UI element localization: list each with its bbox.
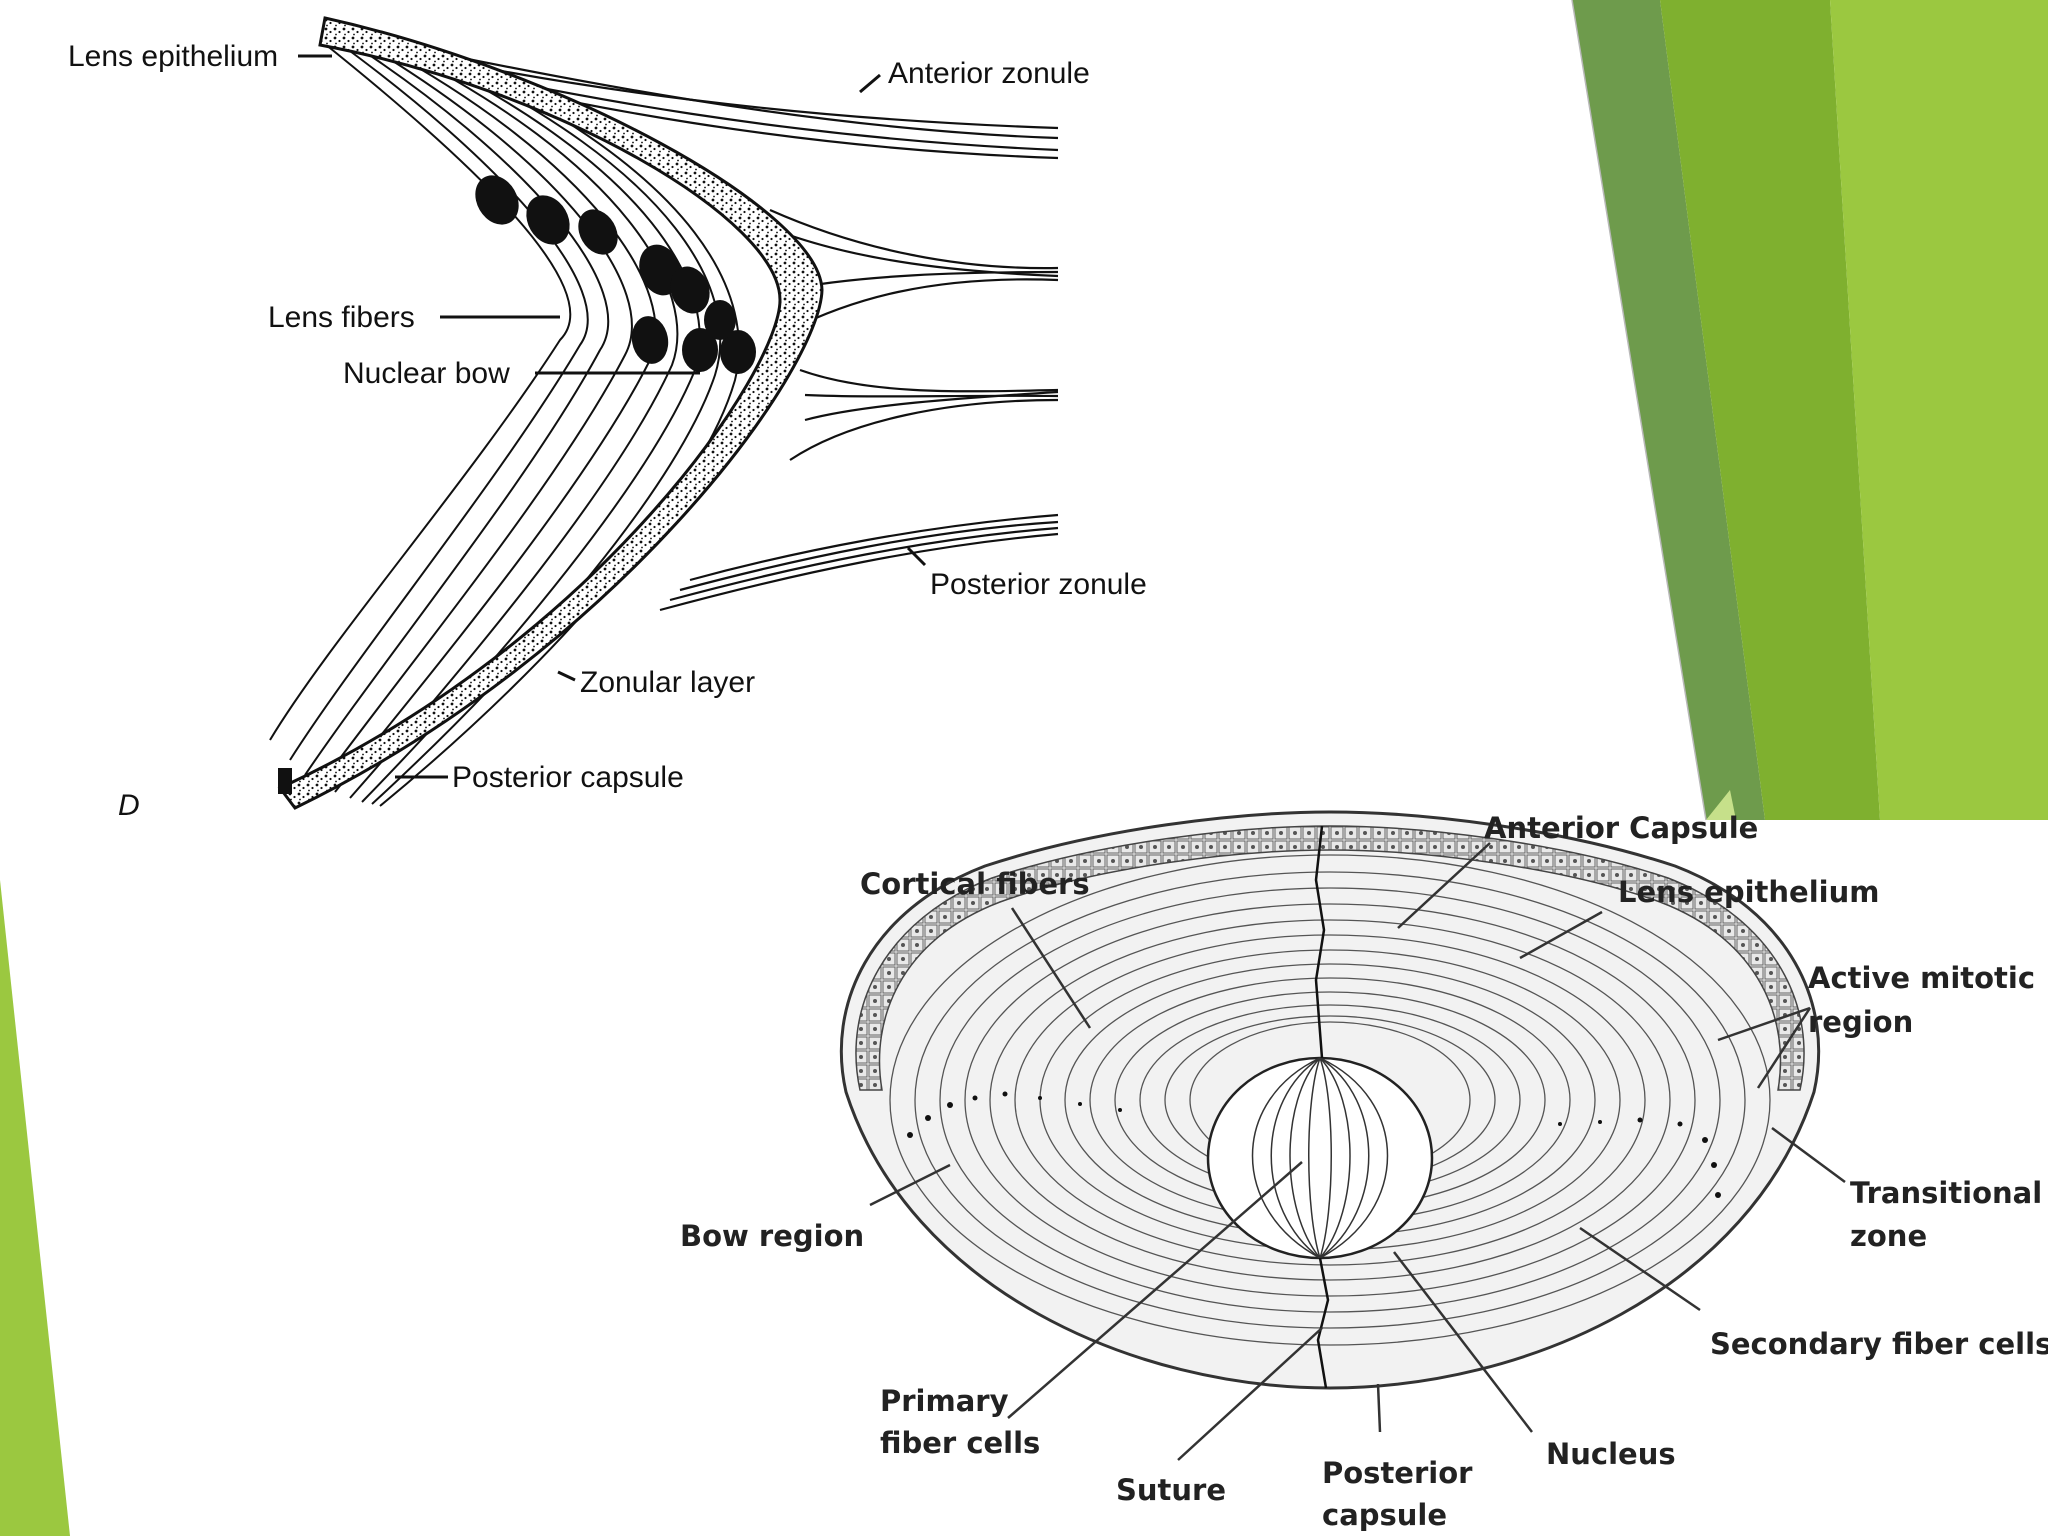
label-nuclear-bow: Nuclear bow: [343, 357, 510, 390]
deco-left-wedge: [0, 880, 70, 1536]
label-zonular-layer: Zonular layer: [580, 666, 755, 699]
label-secondary-fiber-cells: Secondary fiber cells: [1710, 1327, 2048, 1361]
label-lens-fibers: Lens fibers: [268, 301, 415, 334]
epithelium-band: [855, 825, 1805, 1091]
label-nucleus: Nucleus: [1546, 1437, 1676, 1471]
deco-pale-sliver: [1706, 790, 1736, 820]
leader-anterior-capsule: [1397, 842, 1491, 929]
leader-active-mitotic-a: [1717, 1006, 1811, 1042]
leader-lens-epithelium-b: [1519, 910, 1603, 960]
label-primary-fiber-2: fiber cells: [880, 1426, 1040, 1460]
leader-bow-region: [869, 1163, 951, 1207]
label-active-mitotic-1: Active mitotic: [1808, 961, 2035, 995]
bow-region-dots: [907, 1091, 1721, 1198]
label-active-mitotic-2: region: [1808, 1005, 1913, 1039]
leader-posterior-capsule-b: [1376, 1383, 1382, 1433]
diagram-lens-bow: Lens epithelium Anterior zonule Lens fib…: [68, 16, 1147, 822]
panel-letter: D: [118, 789, 140, 822]
deco-light-band: [1830, 0, 2048, 820]
label-anterior-zonule: Anterior zonule: [888, 57, 1090, 90]
leader-suture: [1177, 1327, 1323, 1461]
deco-dark-band: [1572, 0, 1765, 820]
label-suture: Suture: [1116, 1473, 1226, 1507]
stippled-capsule: [277, 16, 824, 810]
label-anterior-capsule: Anterior Capsule: [1484, 811, 1758, 845]
lens-fiber-arcs: [269, 39, 740, 807]
leader-cortical-fibers: [1010, 907, 1092, 1029]
leader-zonular-layer: [557, 670, 576, 682]
suture-line-top: [1314, 825, 1326, 1059]
leader-secondary-fiber-cells: [1579, 1226, 1701, 1312]
label-lens-epithelium: Lens epithelium: [68, 40, 278, 73]
label-primary-fiber-1: Primary: [880, 1384, 1009, 1418]
label-cortical-fibers: Cortical fibers: [860, 867, 1090, 901]
label-bow-region: Bow region: [680, 1219, 864, 1253]
leader-posterior-zonule: [906, 546, 927, 567]
leader-primary-fiber-cells: [1007, 1161, 1303, 1419]
lens-nucleus: [1206, 1056, 1434, 1260]
label-lens-epithelium-b: Lens epithelium: [1618, 875, 1879, 909]
label-transitional-2: zone: [1850, 1219, 1927, 1253]
capsule-end-mark: [278, 768, 292, 794]
label-posterior-capsule: Posterior capsule: [452, 761, 684, 794]
leader-active-mitotic-b: [1756, 1007, 1812, 1089]
fiber-nuclei: [475, 175, 756, 374]
diagram-lens-section: Anterior Capsule Cortical fibers Lens ep…: [680, 810, 2048, 1532]
zonule-bundles: [329, 28, 1059, 612]
leader-anterior-zonule: [859, 73, 881, 94]
leader-transitional-zone: [1771, 1126, 1846, 1184]
label-posterior-capsule-2: capsule: [1322, 1498, 1447, 1532]
label-posterior-zonule: Posterior zonule: [930, 568, 1147, 601]
leader-nucleus: [1393, 1251, 1533, 1433]
label-posterior-capsule-1: Posterior: [1322, 1456, 1473, 1490]
suture-line-bottom: [1316, 1257, 1330, 1389]
label-transitional-1: Transitional: [1850, 1176, 2042, 1210]
deco-edge-line: [1571, 0, 1707, 821]
deco-mid-band: [1660, 0, 1880, 820]
